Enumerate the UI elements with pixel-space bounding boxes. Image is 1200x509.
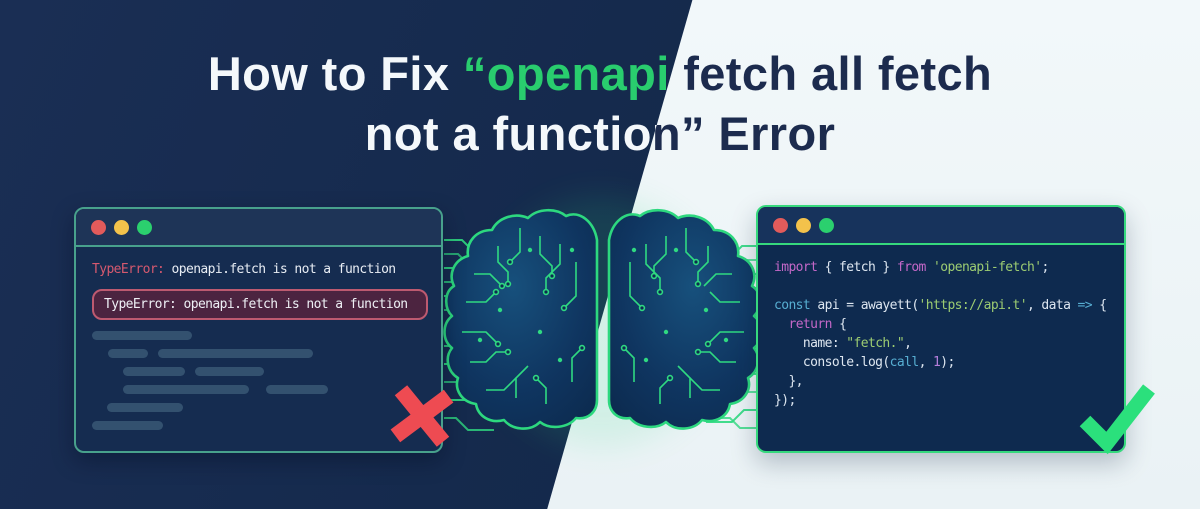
code-skeleton [92, 331, 426, 430]
minimize-dot-icon [114, 219, 129, 235]
code-editor-body: import { fetch } from 'openapi-fetch'; c… [758, 245, 1124, 410]
error-code-window: TypeError: openapi.fetch is not a functi… [74, 207, 443, 453]
code-token: ; [1041, 260, 1049, 275]
code-line: name: "fetch.", [774, 334, 1124, 353]
close-dot-icon [91, 219, 106, 235]
fixed-code-window: import { fetch } from 'openapi-fetch'; c… [756, 205, 1126, 453]
skeleton-line [107, 403, 183, 412]
code-token: const [774, 298, 811, 313]
code-line: }); [774, 391, 1124, 410]
window-titlebar [76, 209, 441, 247]
code-line-blank [774, 277, 1124, 296]
skeleton-line [92, 421, 163, 430]
code-token: ); [940, 355, 955, 370]
code-token: api = awayett( [810, 298, 919, 313]
code-line: import { fetch } from 'openapi-fetch'; [774, 258, 1124, 277]
success-check-icon [1079, 384, 1155, 455]
code-line: return { [774, 315, 1124, 334]
brain-right-hemisphere [607, 208, 763, 430]
code-token: { fetch } [817, 260, 897, 275]
zoom-dot-icon [819, 217, 834, 233]
error-window-body: TypeError: openapi.fetch is not a functi… [76, 247, 441, 430]
error-console-line: TypeError: openapi.fetch is not a functi… [92, 261, 426, 278]
code-line: console.log(call, 1); [774, 353, 1124, 372]
error-label: TypeError: [92, 262, 165, 277]
code-token: , [918, 355, 934, 370]
code-token: "fetch." [846, 336, 905, 351]
skeleton-line [195, 367, 264, 376]
skeleton-line [123, 385, 249, 394]
code-token: }, [774, 374, 803, 389]
skeleton-line [108, 349, 148, 358]
code-token: }); [774, 393, 796, 408]
skeleton-line [266, 385, 328, 394]
code-token: 'openapi-fetch' [933, 260, 1042, 275]
close-dot-icon [773, 217, 788, 233]
code-token [774, 317, 788, 332]
code-token: 1 [933, 355, 941, 370]
skeleton-line [123, 367, 185, 376]
skeleton-line [158, 349, 313, 358]
code-token: { [1092, 298, 1107, 313]
code-token: import [774, 260, 818, 275]
zoom-dot-icon [137, 219, 152, 235]
code-token: console.log( [774, 355, 890, 370]
code-line: }, [774, 372, 1124, 391]
skeleton-line [92, 331, 192, 340]
error-highlight-box: TypeError: openapi.fetch is not a functi… [92, 289, 428, 320]
error-message: openapi.fetch is not a function [164, 262, 397, 277]
code-token: from [896, 260, 927, 275]
error-box-text: TypeError: openapi.fetch is not a functi… [104, 297, 408, 312]
window-titlebar [758, 207, 1124, 245]
brain-left-hemisphere [443, 208, 599, 430]
code-token: , [904, 336, 912, 351]
code-token: call [889, 355, 920, 370]
error-x-icon [390, 385, 454, 447]
code-line: const api = awayett('https://api.t', dat… [774, 296, 1124, 315]
minimize-dot-icon [796, 217, 811, 233]
code-token: name: [774, 336, 847, 351]
code-token: 'https://api.t' [918, 298, 1028, 313]
code-token: , data [1026, 298, 1078, 313]
code-token: => [1077, 298, 1093, 313]
code-token: return [788, 317, 832, 332]
code-token: { [831, 317, 847, 332]
code-token [926, 260, 933, 275]
